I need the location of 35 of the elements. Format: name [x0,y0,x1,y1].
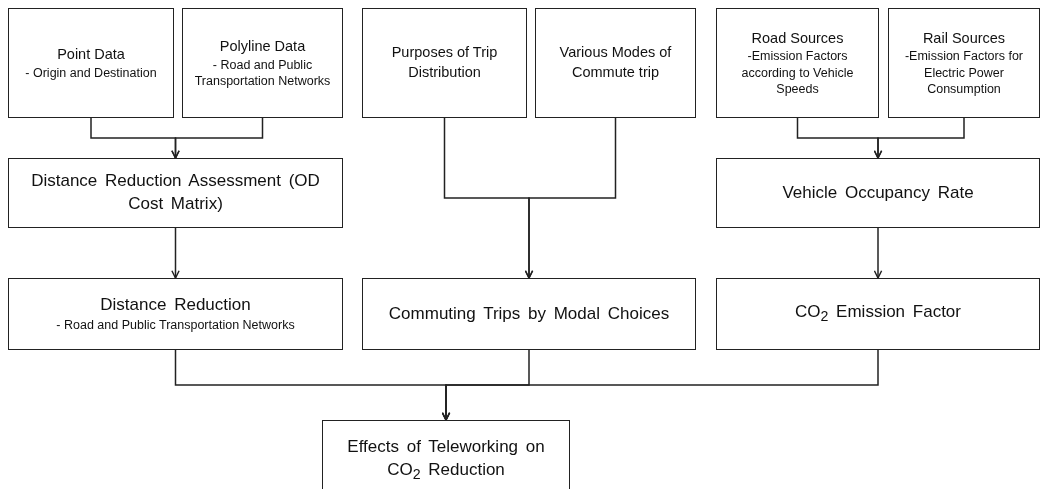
node-title: Distance Reduction [100,294,251,317]
node-title: Point Data [57,45,125,65]
node-title: Road Sources [751,28,844,48]
process-box [716,8,879,118]
arrow [873,117,965,159]
process-box [8,8,174,118]
node-title: Effects of Teleworking on CO$_{2}$ Reduction [346,435,546,485]
arrow [171,227,180,279]
process-box [8,158,343,228]
arrow [171,117,264,159]
process-box [716,278,1040,350]
node-title: Purposes of Trip Distribution [390,43,499,82]
node-description: - Road and Public Transportation Networks [193,56,332,90]
process-box [535,8,696,118]
node-title: Polyline Data [219,36,306,56]
node-description: - Origin and Destination [25,64,157,81]
node-title: Rail Sources [922,28,1006,48]
arrow [524,117,617,279]
process-box [8,278,343,350]
process-box [362,278,696,350]
arrow [873,227,883,279]
node-title: Distance Reduction Assessment (OD Cost Matrix) [30,170,321,215]
node-description: -Emission Factors for Electric Power Consumption [903,48,1025,98]
node-title: CO$_{2}$ Emission Factor [795,301,961,327]
node-title: Various Modes of Commute trip [558,43,673,82]
process-box [888,8,1040,118]
process-box [322,420,570,489]
process-box [716,158,1040,228]
arrow [441,349,879,421]
node-title: Commuting Trips by Modal Choices [388,302,670,325]
process-box [182,8,343,118]
node-description: -Emission Factors according to Vehicle Speeds [740,48,855,98]
node-title: Vehicle Occupancy Rate [782,181,974,204]
node-description: - Road and Public Transportation Networks [56,317,295,334]
process-box [362,8,527,118]
